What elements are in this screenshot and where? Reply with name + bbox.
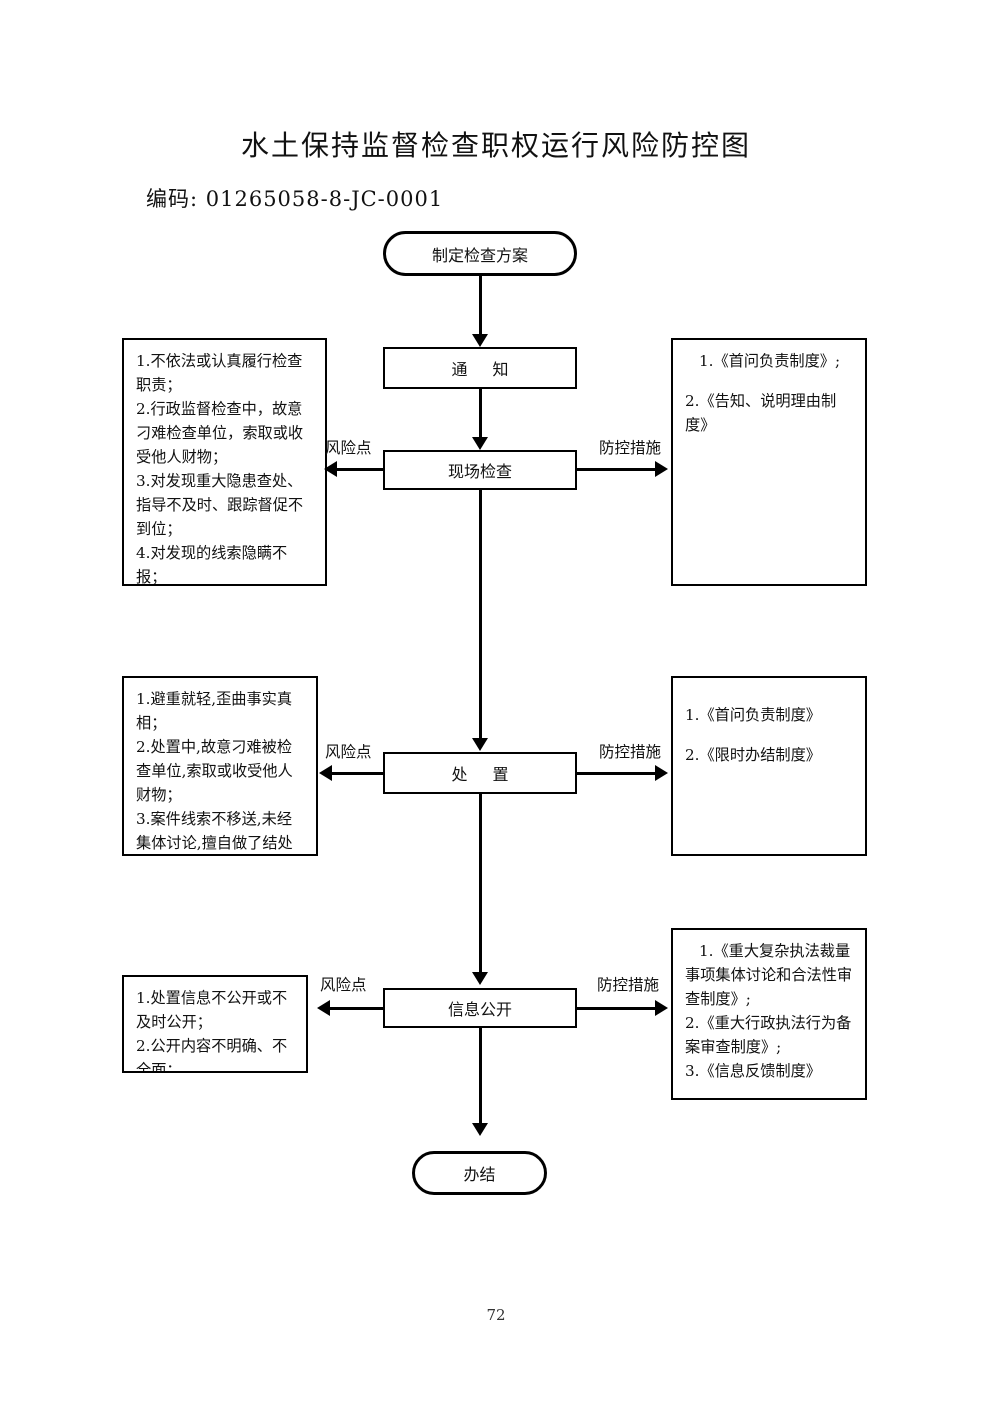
risk-panel-onsite-line-4: 4.对发现的线索隐瞒不报； xyxy=(136,544,288,586)
measure-panel-disposal-line-2: 2.《限时办结制度》 xyxy=(685,746,821,765)
connector-onsite-to-measure xyxy=(577,468,655,471)
node-disposal: 处 置 xyxy=(383,752,577,794)
arrowhead-onsite-to-measure xyxy=(655,461,668,477)
risk-panel-disposal-line-2: 2.处置中,故意刁难被检查单位,索取或收受他人财物； xyxy=(136,738,293,805)
connector-disposal-to-disclosure xyxy=(479,794,482,975)
node-start: 制定检查方案 xyxy=(383,231,577,276)
node-start-label: 制定检查方案 xyxy=(431,245,528,265)
node-onsite-label: 现场检查 xyxy=(447,462,512,481)
connector-notice-to-onsite xyxy=(479,389,482,440)
node-onsite: 现场检查 xyxy=(383,450,577,490)
node-disposal-label: 处 置 xyxy=(451,765,519,784)
edge-label-measure-disposal: 防控措施 xyxy=(599,743,662,761)
edge-label-measure-onsite: 防控措施 xyxy=(599,439,662,457)
node-disclosure-label: 信息公开 xyxy=(447,1000,512,1019)
node-disclosure: 信息公开 xyxy=(383,988,577,1028)
connector-onsite-to-risk xyxy=(337,468,383,471)
edge-label-risk-disposal: 风险点 xyxy=(325,743,372,761)
measure-panel-disclosure-line-2: 2.《重大行政执法行为备案审查制度》; xyxy=(685,1014,852,1057)
arrowhead-disclosure-to-end xyxy=(472,1123,488,1136)
document-code: 编码: 01265058-8-JC-0001 xyxy=(146,187,444,211)
risk-panel-disclosure-line-1: 1.处置信息不公开或不及时公开； xyxy=(136,989,288,1032)
risk-panel-disclosure-line-2: 2.公开内容不明确、不全面； xyxy=(136,1037,288,1073)
measure-panel-disclosure-line-3: 3.《信息反馈制度》 xyxy=(685,1062,821,1081)
risk-panel-onsite-line-3: 3.对发现重大隐患查处、指导不及时、跟踪督促不到位； xyxy=(136,472,304,539)
measure-panel-onsite-line-1: 1.《首问负责制度》; xyxy=(699,352,841,370)
arrowhead-disposal-to-disclosure xyxy=(472,972,488,985)
edge-label-measure-disclosure: 防控措施 xyxy=(597,976,660,994)
arrowhead-onsite-to-disposal xyxy=(472,738,488,751)
risk-panel-onsite-line-2: 2.行政监督检查中，故意刁难检查单位，索取或收受他人财物； xyxy=(136,400,304,467)
risk-panel-disposal-line-1: 1.避重就轻,歪曲事实真相； xyxy=(136,690,293,733)
risk-panel-disclosure: 1.处置信息不公开或不及时公开； 2.公开内容不明确、不全面； xyxy=(122,975,308,1073)
measure-panel-disposal: 1.《首问负责制度》 2.《限时办结制度》 xyxy=(671,676,867,856)
connector-disposal-to-risk xyxy=(332,772,383,775)
measure-panel-onsite-line-2: 2.《告知、说明理由制度》 xyxy=(685,392,837,435)
arrowhead-disposal-to-risk xyxy=(319,765,332,781)
arrowhead-start-to-notice xyxy=(472,334,488,347)
risk-panel-onsite: 1.不依法或认真履行检查职责； 2.行政监督检查中，故意刁难检查单位，索取或收受… xyxy=(122,338,327,586)
connector-start-to-notice xyxy=(479,276,482,336)
connector-disclosure-to-risk xyxy=(330,1007,383,1010)
risk-panel-disposal: 1.避重就轻,歪曲事实真相； 2.处置中,故意刁难被检查单位,索取或收受他人财物… xyxy=(122,676,318,856)
arrowhead-notice-to-onsite xyxy=(472,437,488,450)
arrowhead-disposal-to-measure xyxy=(655,765,668,781)
arrowhead-disclosure-to-measure xyxy=(655,1000,668,1016)
connector-disclosure-to-measure xyxy=(577,1007,655,1010)
node-notice: 通 知 xyxy=(383,347,577,389)
risk-panel-onsite-line-1: 1.不依法或认真履行检查职责； xyxy=(136,352,303,395)
connector-onsite-to-disposal xyxy=(479,490,482,741)
measure-panel-disclosure: 1.《重大复杂执法裁量事项集体讨论和合法性审查制度》; 2.《重大行政执法行为备… xyxy=(671,928,867,1100)
connector-disposal-to-measure xyxy=(577,772,655,775)
risk-panel-disposal-line-3: 3.案件线索不移送,未经集体讨论,擅自做了结处理； xyxy=(136,810,293,853)
edge-label-risk-onsite: 风险点 xyxy=(325,439,372,457)
measure-panel-onsite: 1.《首问负责制度》; 2.《告知、说明理由制度》 xyxy=(671,338,867,586)
arrowhead-disclosure-to-risk xyxy=(317,1000,330,1016)
connector-disclosure-to-end xyxy=(479,1028,482,1126)
node-end-label: 办结 xyxy=(463,1165,496,1184)
page-title: 水土保持监督检查职权运行风险防控图 xyxy=(240,129,751,162)
page-number: 72 xyxy=(486,1306,506,1324)
arrowhead-onsite-to-risk xyxy=(324,461,337,477)
node-notice-label: 通 知 xyxy=(451,360,519,379)
node-end: 办结 xyxy=(412,1151,547,1195)
edge-label-risk-disclosure: 风险点 xyxy=(320,976,367,994)
measure-panel-disclosure-line-1: 1.《重大复杂执法裁量事项集体讨论和合法性审查制度》; xyxy=(685,942,853,1009)
measure-panel-disposal-line-1: 1.《首问负责制度》 xyxy=(685,706,821,724)
